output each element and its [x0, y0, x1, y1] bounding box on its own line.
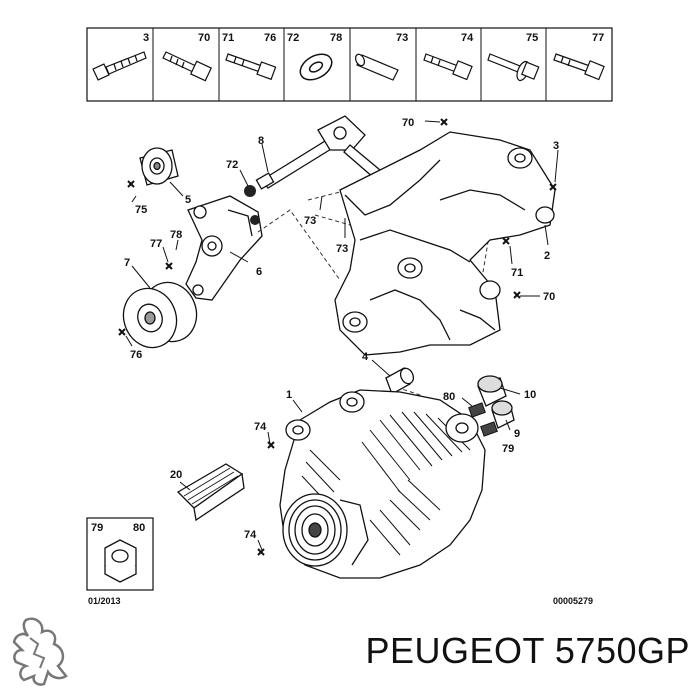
callout-6: 6	[256, 266, 262, 278]
nut-80	[468, 402, 486, 418]
callout-73-a: 73	[304, 215, 316, 227]
callout-74-bottom: 74	[244, 529, 257, 541]
strip-label-77: 77	[592, 32, 604, 44]
bolt-icon	[553, 53, 605, 81]
idler-pulley-5	[139, 147, 179, 186]
callout-74-top: 74	[254, 421, 267, 433]
drive-belt-20	[176, 463, 245, 522]
fixing-markers	[118, 118, 557, 556]
strip-label-76: 76	[264, 32, 276, 44]
terminal-cap-9	[491, 400, 515, 429]
bolt-icon	[162, 51, 213, 82]
strip-label-78: 78	[330, 32, 342, 44]
strip-label-70: 70	[198, 32, 210, 44]
strip-label-73: 73	[396, 32, 408, 44]
callout-1: 1	[286, 389, 292, 401]
callout-70-bottom: 70	[543, 291, 555, 303]
callout-8: 8	[258, 135, 264, 147]
washer-dot-78	[250, 215, 260, 225]
washer-dot-72	[244, 185, 256, 197]
nut-box-label-79: 79	[91, 522, 103, 534]
callout-72: 72	[226, 159, 238, 171]
dowel-pin-icon	[354, 53, 399, 81]
strip-label-74: 74	[461, 32, 474, 44]
callout-79: 79	[502, 443, 514, 455]
callout-75: 75	[135, 204, 147, 216]
nut-box-label-80: 80	[133, 522, 145, 534]
tensioner-pulley-7	[122, 281, 198, 349]
terminal-cap-10	[477, 375, 507, 407]
callout-76: 76	[130, 349, 142, 361]
callout-7: 7	[124, 257, 130, 269]
callout-4: 4	[362, 351, 369, 363]
mounting-bracket-2	[334, 131, 556, 356]
strip-label-3: 3	[143, 32, 149, 44]
callout-10: 10	[524, 389, 536, 401]
bolt-icon	[225, 53, 277, 81]
tension-rod-8	[255, 115, 381, 190]
dowel-pin-4	[385, 367, 415, 395]
peugeot-lion-icon	[12, 617, 68, 686]
callout-3: 3	[553, 140, 559, 152]
callout-leaders	[125, 120, 559, 551]
washer-icon	[299, 53, 333, 81]
callout-71: 71	[511, 267, 523, 279]
callout-70-top: 70	[402, 117, 414, 129]
callout-20: 20	[170, 469, 182, 481]
tensioner-arm-6	[185, 195, 263, 301]
alternator-1	[279, 389, 486, 579]
flange-bolt-icon	[487, 53, 540, 82]
strip-label-72: 72	[287, 32, 299, 44]
callout-78: 78	[170, 229, 182, 241]
callout-9: 9	[514, 428, 520, 440]
callout-77: 77	[150, 238, 162, 250]
diagram-reference: 00005279	[553, 596, 593, 606]
callout-2: 2	[544, 250, 550, 262]
bolt-icon	[423, 53, 473, 81]
nut-79	[480, 421, 498, 437]
strip-label-75: 75	[526, 32, 538, 44]
strip-label-71: 71	[222, 32, 234, 44]
parts-strip: 3 70 71 76 72 78 73 74 75 77	[86, 27, 613, 102]
callout-73-b: 73	[336, 243, 348, 255]
callout-80: 80	[443, 391, 455, 403]
nut-icon	[104, 539, 137, 583]
diagram-date: 01/2013	[88, 596, 121, 606]
brand-part-number: PEUGEOT 5750GP	[365, 630, 690, 671]
callout-numbers: 1 2 3 4 5 6 7 8 9 10 20 70 70 71 72 73 7…	[124, 117, 559, 541]
nut-detail-box: 79 80	[86, 517, 154, 591]
screw-icon	[92, 51, 147, 81]
callout-5: 5	[185, 194, 191, 206]
